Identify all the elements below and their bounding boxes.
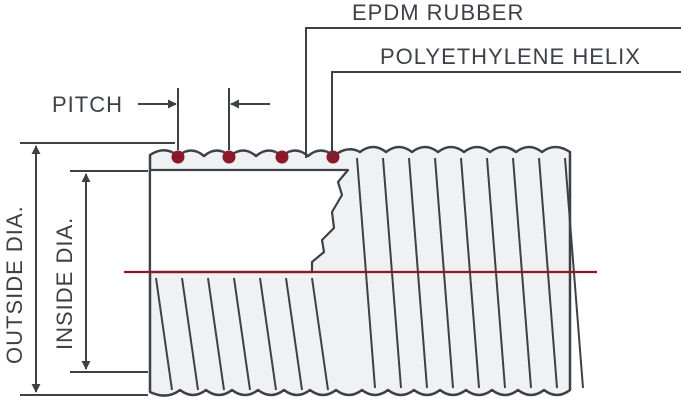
helix-stripes-lower: [155, 277, 329, 391]
helix-leader-line: [331, 71, 681, 156]
inside-dia-label: INSIDE DIA.: [52, 217, 77, 350]
helix-stripe: [285, 277, 303, 391]
helix-stripe: [207, 277, 225, 391]
helix-stripe: [181, 277, 199, 391]
helix-bead: [326, 150, 340, 164]
pitch-label: PITCH: [52, 92, 123, 117]
hose-cutaway-bore: [148, 168, 350, 274]
helix-bead: [171, 150, 185, 164]
helix-bead: [222, 150, 236, 164]
epdm-leader-line: [305, 27, 681, 158]
helix-stripe: [233, 277, 251, 391]
epdm-rubber-label: EPDM RUBBER: [352, 0, 524, 25]
polyethylene-helix-label: POLYETHYLENE HELIX: [380, 44, 641, 69]
helix-beads: [171, 150, 340, 164]
helix-stripe: [155, 277, 173, 391]
helix-bead: [275, 150, 289, 164]
helix-stripe: [311, 277, 329, 391]
helix-stripe: [259, 277, 277, 391]
outside-dia-label: OUTSIDE DIA.: [2, 205, 27, 364]
